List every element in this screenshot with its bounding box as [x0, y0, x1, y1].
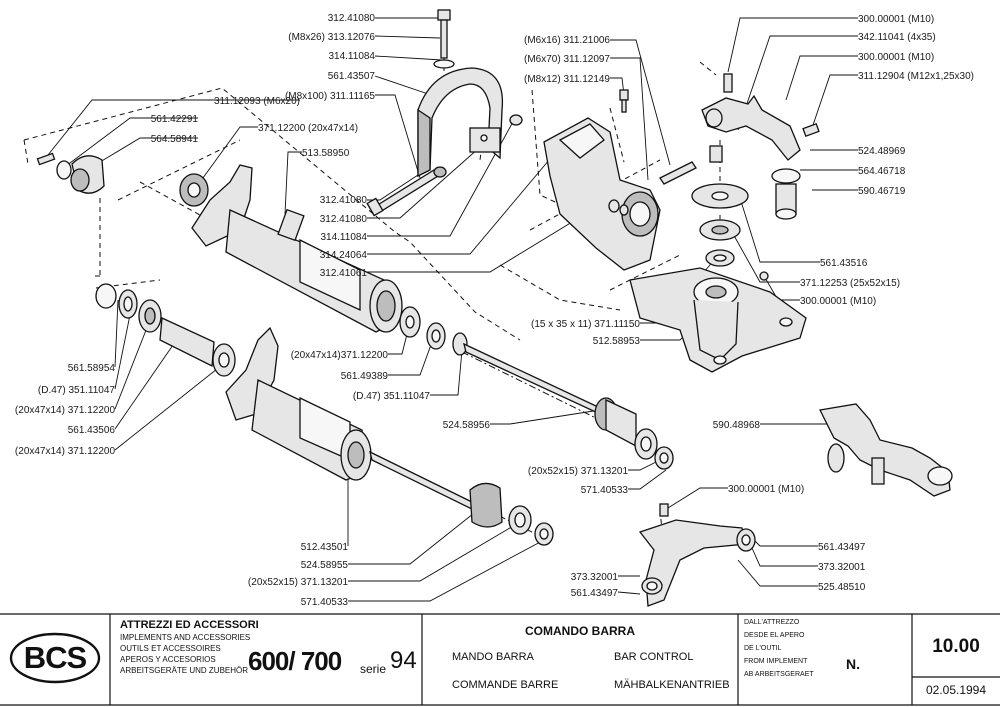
right-lever-assembly [819, 403, 953, 497]
callout-label: 524.58955 [301, 560, 349, 571]
top-right-arm [701, 73, 820, 220]
callout-label: (20x52x15) 371.13201 [528, 466, 629, 477]
callout-label: (D.47) 351.11047 [38, 385, 116, 396]
callout-label: 300.00001 (M10) [858, 14, 934, 25]
callout-label: (M6x16) 311.21006 [524, 35, 610, 46]
callout-label: 371.12253 (25x52x15) [800, 278, 900, 289]
category-translation: IMPLEMENTS AND ACCESSORIES [120, 633, 251, 642]
component-title: COMANDO BARRA [525, 624, 635, 638]
callout-label: 512.58953 [593, 336, 641, 347]
callout-label: 314.11084 [320, 232, 367, 243]
brand-logo: BCS [23, 640, 87, 675]
upper-cylinder [179, 164, 403, 333]
callout-label: (20x47x14)371.12200 [291, 350, 389, 361]
category-translation: APEROS Y ACCESORIOS [120, 655, 216, 664]
callout-label: (M6x70) 311.12097 [524, 54, 610, 65]
callout-label: 564.58941 [151, 134, 199, 145]
base-bracket [629, 267, 807, 373]
callout-label: 312.41080 [320, 195, 368, 206]
callout-label: 561.43516 [820, 258, 868, 269]
bottom-lever [638, 503, 756, 607]
category-title: ATTREZZI ED ACCESSORI [120, 619, 259, 631]
callout-label: 571.40533 [301, 597, 349, 608]
callout-label: 564.46718 [858, 166, 906, 177]
callout-label: (M8x100) 311.11165 [285, 91, 375, 102]
callout-labels: 312.41080 (M8x26) 313.12076 314.11084 56… [15, 13, 974, 608]
page-number: 10.00 [932, 636, 980, 657]
callout-label: (M8x26) 313.12076 [288, 32, 375, 43]
callout-label: 373.32001 [818, 562, 866, 573]
callout-label: 312.41061 [320, 268, 368, 279]
callout-label: 342.11041 (4x35) [858, 32, 936, 43]
from-implement-line: DE L'OUTIL [744, 645, 782, 652]
callout-label: 524.48969 [858, 146, 906, 157]
category-translation: ARBEITSGERÄTE UND ZUBEHÖR [120, 666, 249, 675]
from-implement-line: DESDE EL APERO [744, 632, 805, 639]
callout-label: 590.46719 [858, 186, 906, 197]
callout-label: 590.48968 [713, 420, 761, 431]
callout-label: (M8x12) 311.12149 [524, 74, 610, 85]
callout-label: 561.43497 [571, 588, 619, 599]
title-block-frame [0, 613, 1000, 706]
callout-label: 311.12904 (M12x1,25x30) [858, 71, 974, 82]
callout-label: 312.41080 [320, 214, 368, 225]
callout-label: 373.32001 [571, 572, 619, 583]
from-implement-line: DALL'ATTREZZO [744, 619, 800, 626]
model-number: 600/ 700 [248, 646, 342, 676]
callout-label: 561.43506 [68, 425, 116, 436]
parts-illustration [36, 9, 953, 607]
callout-label: 571.40533 [581, 485, 629, 496]
from-implement-line: FROM IMPLEMENT [744, 658, 808, 665]
callout-label: 512.43501 [301, 542, 349, 553]
callout-label: 311.12093 (M6x20) [214, 96, 300, 107]
callout-label: 314.24064 [320, 250, 368, 261]
callout-label: 300.00001 (M10) [858, 52, 934, 63]
gearbox-housing [543, 89, 697, 271]
number-label: N. [846, 656, 860, 672]
callout-label: (20x52x15) 371.13201 [248, 577, 349, 588]
lower-cylinder [225, 326, 372, 481]
callout-label: 312.41080 [328, 13, 376, 24]
callout-label: (20x47x14) 371.12200 [15, 446, 116, 457]
from-implement-line: AB ARBEITSGERAET [744, 671, 814, 678]
callout-label: 314.11084 [328, 51, 375, 62]
callout-label: 371.12200 (20x47x14) [258, 123, 358, 134]
series-number: 94 [390, 647, 417, 674]
callout-label: 561.58954 [68, 363, 116, 374]
callout-label: 561.42291 [151, 114, 199, 125]
category-translation: OUTILS ET ACCESSOIRES [120, 644, 221, 653]
callout-label: (20x47x14) 371.12200 [15, 405, 116, 416]
component-name-french: COMMANDE BARRE [452, 679, 559, 691]
callout-label: 561.49389 [341, 371, 389, 382]
callout-label: 524.58956 [443, 420, 491, 431]
callout-label: 300.00001 (M10) [728, 484, 804, 495]
clamp-bracket [417, 67, 504, 178]
date: 02.05.1994 [925, 683, 987, 697]
series-label: serie [360, 662, 387, 676]
callout-label: (15 x 35 x 11) 371.11150 [531, 319, 640, 330]
component-name-italian: MANDO BARRA [452, 651, 534, 663]
component-name-english: BAR CONTROL [614, 651, 694, 663]
callout-label: 300.00001 (M10) [800, 296, 876, 307]
component-name-german: MÄHBALKENANTRIEB [614, 679, 730, 691]
callout-label: (D.47) 351.11047 [353, 391, 431, 402]
callout-label: 561.43507 [328, 71, 376, 82]
callout-label: 525.48510 [818, 582, 866, 593]
callout-label: 561.43497 [818, 542, 866, 553]
callout-label: 513.58950 [302, 148, 350, 159]
